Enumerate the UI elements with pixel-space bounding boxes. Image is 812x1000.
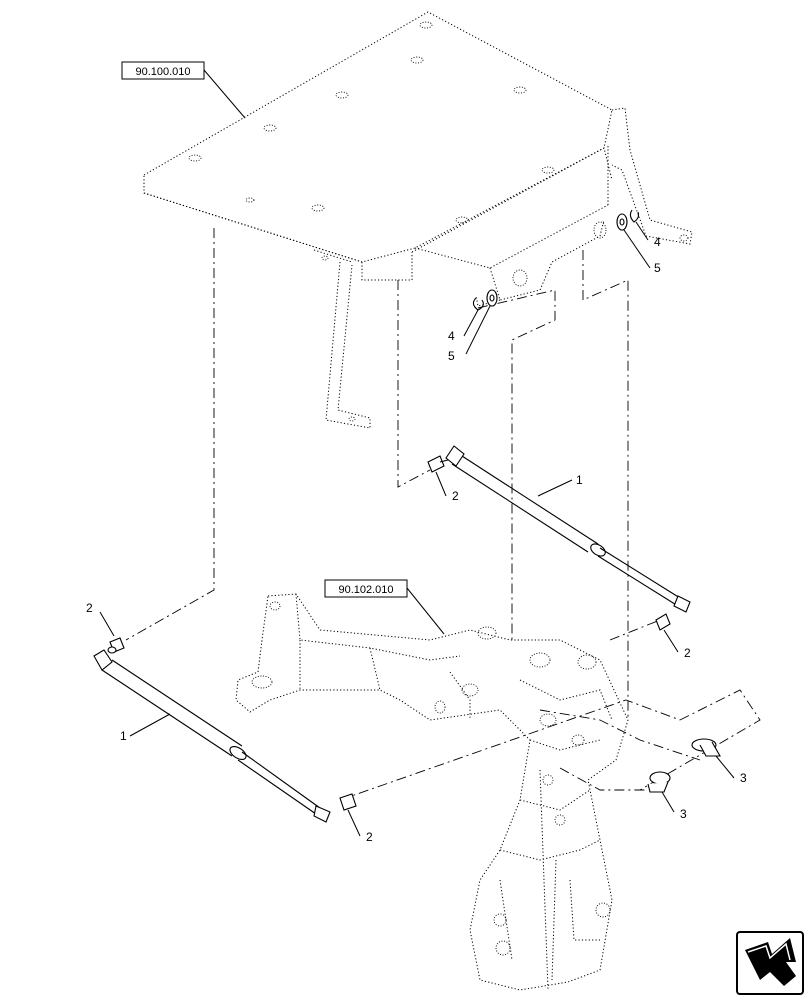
gas-strut-left xyxy=(93,649,331,823)
callout-2-left: 2 xyxy=(86,601,115,637)
callout-2-bottom: 2 xyxy=(347,809,373,844)
clip-upper xyxy=(629,209,640,223)
callout-2-right: 2 xyxy=(663,629,691,660)
callout-4-upper: 4 xyxy=(635,221,661,249)
callout-3-mid: 3 xyxy=(661,791,687,821)
callout-1-left-label: 1 xyxy=(120,729,127,743)
clevis-pin-mid xyxy=(647,771,671,793)
callout-1-left: 1 xyxy=(120,713,171,743)
callout-3-right: 3 xyxy=(715,755,747,785)
callout-2-left-label: 2 xyxy=(86,601,93,615)
callout-2-upper-label: 2 xyxy=(452,489,459,503)
callout-2-upper: 2 xyxy=(435,471,459,503)
callout-3-right-label: 3 xyxy=(740,771,747,785)
reference-box-lower[interactable]: 90.102.010 xyxy=(324,579,445,635)
ball-stud-right xyxy=(655,613,671,631)
callout-1-right: 1 xyxy=(537,473,583,497)
callout-4-mid: 4 xyxy=(448,309,479,343)
assembly-lines xyxy=(125,228,761,801)
next-page-arrow-icon[interactable] xyxy=(736,931,804,995)
ball-stud-bottom xyxy=(339,793,357,811)
callout-1-right-label: 1 xyxy=(576,473,583,487)
washer-mid xyxy=(486,289,498,307)
reference-box-upper[interactable]: 90.100.010 xyxy=(121,61,246,119)
callout-2-bottom-label: 2 xyxy=(366,830,373,844)
lower-frame xyxy=(235,593,629,991)
ball-stud-upper xyxy=(427,455,449,473)
callout-5-upper-label: 5 xyxy=(654,261,661,275)
callout-5-upper: 5 xyxy=(623,229,661,275)
callout-5-mid-label: 5 xyxy=(448,349,455,363)
gas-strut-right xyxy=(445,445,691,613)
callout-3-mid-label: 3 xyxy=(680,807,687,821)
ball-stud-left xyxy=(107,637,125,654)
callout-4-mid-label: 4 xyxy=(448,329,455,343)
reference-label-upper: 90.100.010 xyxy=(135,66,190,78)
washer-upper xyxy=(616,213,628,231)
callout-5-mid: 5 xyxy=(448,305,491,363)
clevis-pin-right xyxy=(691,738,721,757)
upper-frame xyxy=(143,11,693,429)
callout-2-right-label: 2 xyxy=(684,646,691,660)
callout-4-upper-label: 4 xyxy=(654,235,661,249)
reference-label-lower: 90.102.010 xyxy=(338,584,393,596)
